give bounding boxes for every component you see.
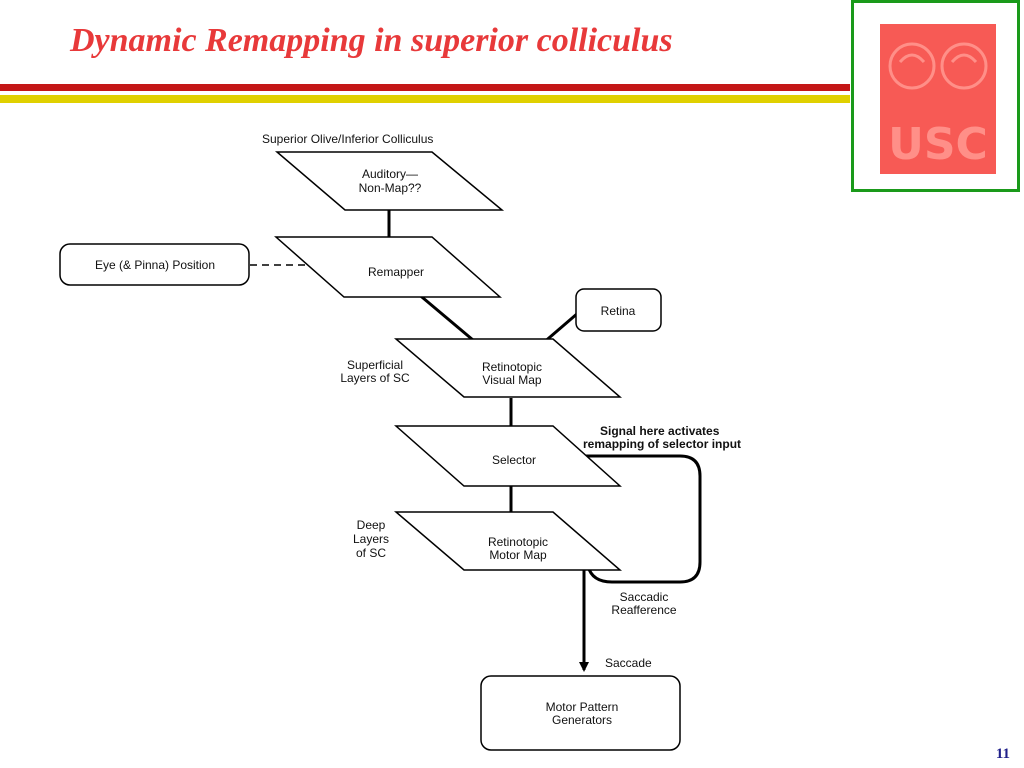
motor-map-plane (393, 511, 623, 571)
deep-label-line1: Deep (357, 518, 386, 532)
reafference-label-line2: Reafference (611, 603, 676, 617)
auditory-map-plane (274, 151, 505, 211)
arrow-reafference-loop (564, 451, 702, 584)
motor-generators-box (480, 675, 681, 751)
signal-note-line2: remapping of selector input (583, 437, 741, 451)
deep-label-line2: Layers (353, 532, 389, 546)
logo-frame (851, 0, 1020, 192)
slide-title: Dynamic Remapping in superior colliculus (70, 22, 673, 59)
retina-box (575, 288, 662, 332)
logo-letters: USC (888, 119, 988, 170)
page-number: 11 (995, 746, 1010, 762)
eye-position-label: Eye (& Pinna) Position (95, 258, 215, 272)
generators-label-line2: Generators (552, 713, 612, 727)
selector-label: Selector (492, 453, 536, 467)
superficial-label-line2: Layers of SC (340, 371, 410, 385)
superficial-label-line1: Superficial (347, 358, 403, 372)
eye-position-box (59, 243, 250, 286)
title-underline-red (0, 84, 850, 91)
auditory-label-line1: Auditory— (362, 167, 418, 181)
visual-map-plane (393, 338, 623, 398)
visual-map-label-line1: Retinotopic (482, 360, 542, 374)
title-underline-yellow (0, 95, 850, 103)
retina-label: Retina (601, 304, 636, 318)
motor-map-label-line1: Retinotopic (488, 535, 548, 549)
visual-map-label-line2: Visual Map (482, 373, 541, 387)
usc-logo: USC (880, 24, 996, 174)
deep-label-line3: of SC (356, 546, 386, 560)
selector-plane (394, 425, 622, 487)
logo-seal-heads (888, 42, 988, 90)
auditory-label-line2: Non-Map?? (359, 181, 422, 195)
reafference-label-line1: Saccadic (620, 590, 669, 604)
signal-note-line1: Signal here activates (600, 424, 720, 438)
remapper-plane (274, 236, 502, 298)
source-label: Superior Olive/Inferior Colliculus (262, 132, 433, 146)
saccade-label: Saccade (605, 656, 652, 670)
motor-map-label-line2: Motor Map (489, 548, 547, 562)
generators-label-line1: Motor Pattern (546, 700, 619, 714)
remapper-label: Remapper (368, 265, 424, 279)
